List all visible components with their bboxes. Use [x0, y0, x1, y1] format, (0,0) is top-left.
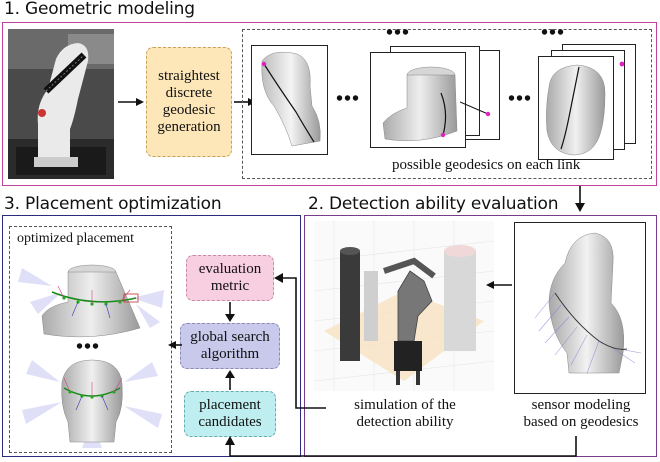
link-2-callout — [460, 101, 491, 117]
global-search-line-1: global search — [190, 329, 270, 345]
placement-panel — [2, 215, 301, 457]
panel-title-geometric-modeling: 1. Geometric modeling — [4, 0, 195, 19]
link-model-2 — [370, 52, 466, 148]
evaluation-metric-line-1: evaluation — [198, 261, 262, 277]
arrow-sensor-to-simulation — [486, 281, 512, 289]
simulation-caption: simulation of the detection ability — [330, 397, 480, 431]
ellipsis-4: ••• — [541, 22, 566, 44]
arrow-photo-to-process — [118, 98, 144, 106]
arrow-geometric-to-detection — [575, 186, 585, 212]
global-search-line-2: algorithm — [200, 346, 260, 362]
process-line-3: geodesic — [162, 102, 216, 118]
placement-candidates-box: placement candidates — [184, 391, 276, 437]
robot-photo — [8, 29, 114, 179]
arrow-metric-to-search — [225, 302, 235, 322]
process-line-1: straightest — [158, 68, 220, 84]
simulation-caption-line-1: simulation of the — [354, 397, 456, 413]
optimized-placement-model-2 — [12, 352, 170, 450]
evaluation-metric-line-2: metric — [210, 278, 250, 294]
arrow-candidates-to-search — [225, 370, 235, 390]
panel-title-detection: 2. Detection ability evaluation — [308, 194, 559, 214]
evaluation-metric-box: evaluation metric — [186, 255, 274, 301]
panel-title-placement: 3. Placement optimization — [4, 194, 222, 214]
process-line-4: generation — [157, 119, 221, 135]
ellipsis-3: ••• — [508, 88, 533, 110]
ellipsis-1: ••• — [336, 88, 361, 110]
optimized-placement-label: optimized placement — [17, 231, 135, 246]
link-model-3 — [538, 56, 614, 160]
sensor-caption: sensor modeling based on geodesics — [508, 397, 654, 431]
simulation-caption-line-2: detection ability — [356, 414, 454, 430]
arrow-search-to-placement — [168, 341, 182, 349]
ellipsis-2: ••• — [386, 22, 411, 44]
placement-candidates-line-1: placement — [199, 397, 261, 413]
optimized-placement-model-1 — [12, 252, 170, 344]
optimized-placement-region — [9, 226, 172, 453]
sensor-model — [514, 222, 646, 394]
placement-candidates-line-2: candidates — [198, 414, 262, 430]
sensor-caption-line-1: sensor modeling — [531, 397, 631, 413]
arrow-simulation-to-metric — [274, 273, 326, 409]
geodesics-caption: possible geodesics on each link — [392, 157, 581, 173]
geodesic-generation-box: straightest discrete geodesic generation — [146, 47, 232, 157]
geodesics-region — [242, 29, 652, 179]
link-model-1 — [251, 45, 328, 155]
sensor-caption-line-2: based on geodesics — [523, 414, 639, 430]
placement-ellipsis: ••• — [76, 336, 101, 358]
global-search-box: global search algorithm — [180, 323, 280, 369]
arrow-sensor-to-candidates — [225, 436, 577, 457]
link-3-callout — [619, 61, 625, 67]
simulation-scene — [314, 221, 494, 391]
geometric-modeling-panel — [2, 22, 657, 186]
process-line-2: discrete — [165, 85, 213, 101]
